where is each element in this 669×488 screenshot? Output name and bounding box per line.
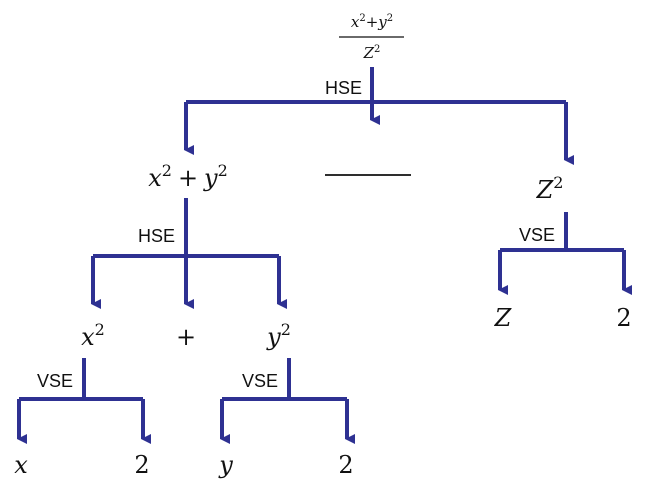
root-connector [184, 67, 574, 165]
z-connector [498, 212, 632, 295]
sum-connector [91, 198, 287, 309]
x-connector [17, 358, 151, 444]
node-x-squared: x2 [81, 320, 105, 351]
node-sum: x2+y2 [148, 161, 228, 192]
node-y-exponent: 2 [338, 451, 353, 479]
node-z-squared: Z2 [536, 173, 564, 204]
vse-label-x: VSE [37, 371, 73, 391]
node-plus: + [176, 323, 196, 351]
node-z-base: Z [494, 304, 513, 332]
node-y-base: y [218, 451, 233, 479]
hse-label-sum: HSE [138, 226, 175, 246]
node-x-exponent: 2 [134, 451, 149, 479]
root-numerator: x2+y2 [351, 13, 393, 31]
vse-label-z: VSE [519, 225, 555, 245]
node-z-exponent: 2 [616, 304, 631, 332]
node-y-squared: y2 [266, 320, 291, 351]
hse-label-root: HSE [325, 78, 362, 98]
root-denominator: Z2 [363, 44, 381, 62]
y-connector [220, 358, 355, 444]
node-x-base: x [14, 451, 28, 479]
root-fraction: x2+y2 Z2 [339, 13, 404, 62]
vse-label-y: VSE [242, 371, 278, 391]
